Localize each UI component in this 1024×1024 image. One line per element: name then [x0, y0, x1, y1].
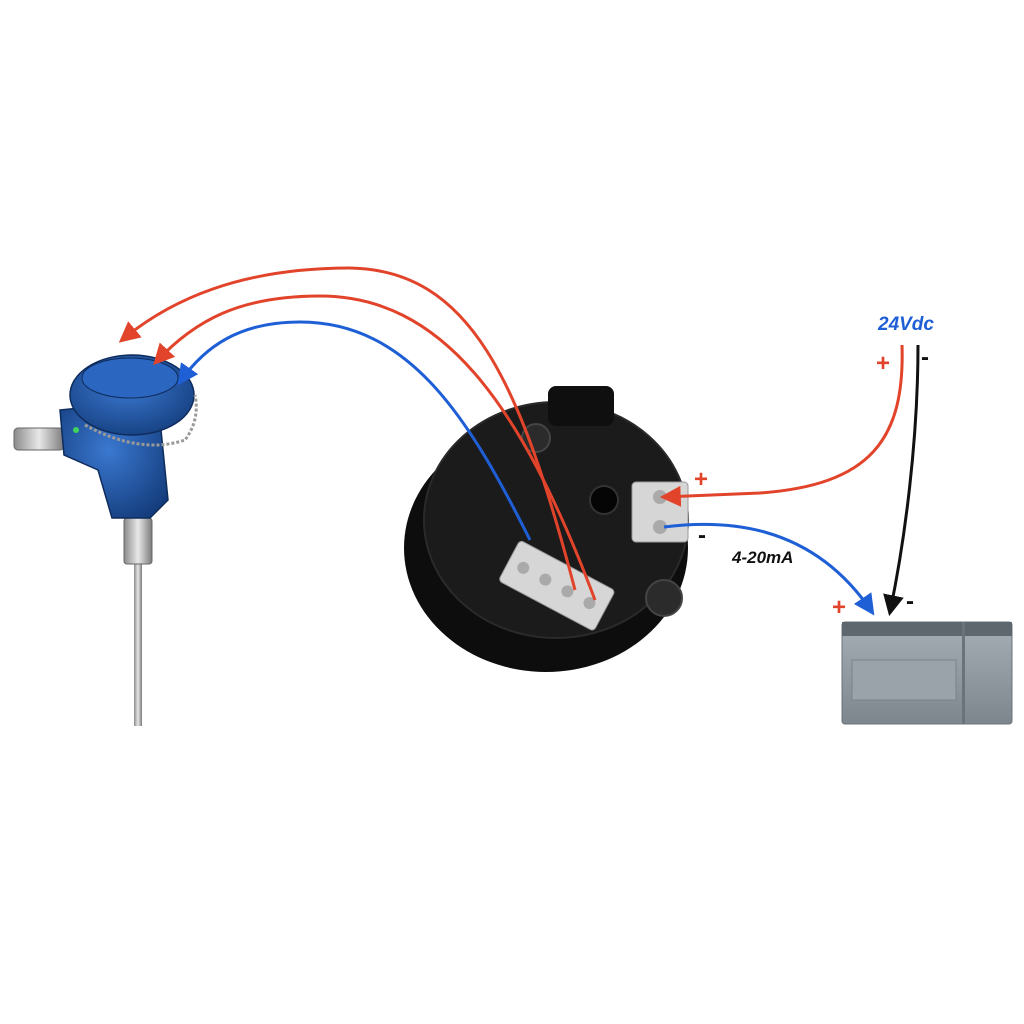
indicator-led	[73, 427, 79, 433]
supply-plus-sign: +	[876, 350, 891, 377]
center-hole	[589, 485, 619, 515]
transmitter-plus-sign: +	[694, 466, 709, 493]
plc-minus-sign: -	[906, 588, 914, 615]
plc-top-strip	[842, 622, 1012, 636]
red-wire-sensor-a	[118, 266, 577, 591]
probe-fitting	[123, 517, 153, 565]
screw-bottom	[645, 579, 683, 617]
sensor-terminal-4	[583, 597, 596, 610]
supply-voltage-label: 24Vdc	[878, 314, 934, 335]
probe-sheath	[134, 560, 142, 726]
loop-terminal-minus	[653, 520, 667, 534]
blue-wire-signal	[663, 522, 875, 616]
red-wire-supply-plus	[659, 344, 904, 507]
head-transmitter	[404, 386, 689, 672]
plc-controller	[841, 621, 1013, 725]
transmitter-tab	[548, 386, 614, 426]
cable-gland	[13, 427, 65, 451]
sensor-assembly	[13, 354, 198, 726]
plc-plus-sign: +	[832, 594, 847, 621]
wires	[118, 266, 920, 617]
supply-minus-sign: -	[921, 344, 929, 371]
sensor-terminal-1	[517, 561, 530, 574]
black-wire-supply-minus	[883, 344, 920, 617]
signal-current-label: 4-20mA	[732, 548, 794, 567]
red-wire-sensor-b	[153, 294, 597, 601]
loop-terminal-block	[631, 481, 689, 543]
safety-chain	[84, 394, 198, 447]
plc-front-panel	[851, 659, 957, 701]
sensor-head-cap	[81, 357, 179, 399]
transmitter-minus-sign: -	[698, 522, 706, 549]
sensor-terminal-3	[561, 585, 574, 598]
blue-wire-sensor	[177, 320, 532, 541]
sensor-terminal-2	[539, 573, 552, 586]
plc-module-divider	[962, 622, 965, 724]
sensor-terminal-block	[499, 540, 615, 631]
